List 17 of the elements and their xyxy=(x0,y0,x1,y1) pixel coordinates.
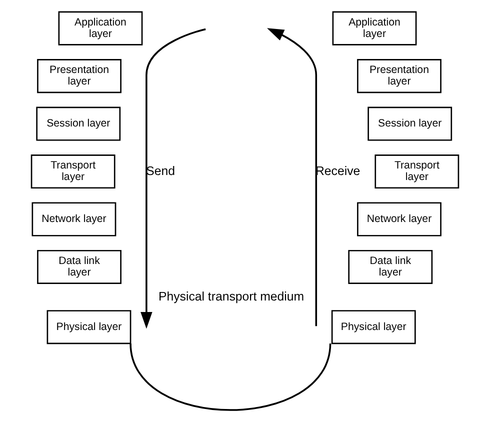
node-box: Presentation layer xyxy=(37,59,122,94)
connector xyxy=(130,343,332,411)
node-box: Network layer xyxy=(32,202,116,236)
node-box: Presentation layer xyxy=(357,59,442,94)
node-box: Session layer xyxy=(36,106,121,141)
node-box: Physical layer xyxy=(331,310,416,344)
node-box: Network layer xyxy=(357,202,442,236)
node-box: Data link layer xyxy=(348,250,433,284)
node-box: Data link layer xyxy=(37,250,122,284)
node-box: Application layer xyxy=(58,11,143,46)
node-box: Physical layer xyxy=(46,310,132,344)
node-box: Transport layer xyxy=(374,154,460,189)
node-box: Transport layer xyxy=(30,154,116,189)
node-box: Application layer xyxy=(332,11,417,46)
node-box: Session layer xyxy=(368,106,452,141)
label: Receive xyxy=(315,164,360,178)
edge-label: Physical transport medium xyxy=(158,289,304,304)
